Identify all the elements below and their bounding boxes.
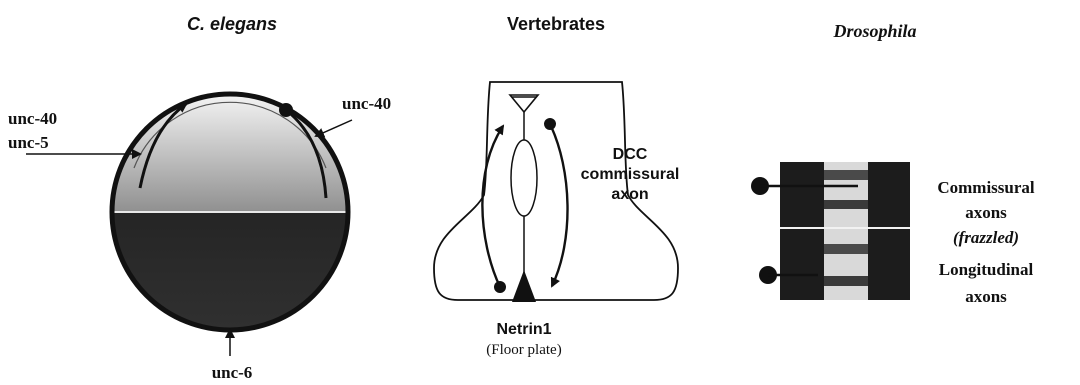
anterior-commissure-1 bbox=[824, 170, 868, 180]
label-unc6: unc-6 bbox=[212, 363, 253, 382]
label-netrin1: Netrin1 bbox=[496, 321, 551, 338]
left-longitudinal-connective bbox=[780, 162, 824, 300]
label-dcc: DCC bbox=[613, 146, 648, 163]
label-unc40-left: unc-40 bbox=[8, 109, 57, 128]
label-longitudinal-axons: axons bbox=[965, 287, 1007, 306]
label-frazzled: (frazzled) bbox=[953, 228, 1019, 247]
drosophila-nerve-cord bbox=[751, 162, 910, 300]
celegans-embryo bbox=[26, 94, 352, 356]
right-longitudinal-connective bbox=[868, 162, 910, 300]
label-longitudinal: Longitudinal bbox=[939, 260, 1034, 279]
title-drosophila: Drosophila bbox=[832, 21, 916, 41]
label-unc40-right: unc-40 bbox=[342, 94, 391, 113]
label-axon: axon bbox=[611, 186, 648, 203]
unc40-right-pointer bbox=[316, 120, 352, 136]
posterior-commissure-1 bbox=[824, 200, 868, 209]
label-floor-plate: (Floor plate) bbox=[486, 342, 561, 358]
central-canal bbox=[511, 140, 537, 216]
label-unc5: unc-5 bbox=[8, 133, 49, 152]
label-axons: axons bbox=[965, 203, 1007, 222]
label-commissural: commissural bbox=[581, 166, 680, 183]
label-commissural-axons: Commissural bbox=[937, 178, 1035, 197]
posterior-commissure-2 bbox=[824, 276, 868, 286]
title-celegans: C. elegans bbox=[187, 14, 277, 34]
title-vertebrates: Vertebrates bbox=[507, 14, 605, 34]
anterior-commissure-2 bbox=[824, 244, 868, 254]
